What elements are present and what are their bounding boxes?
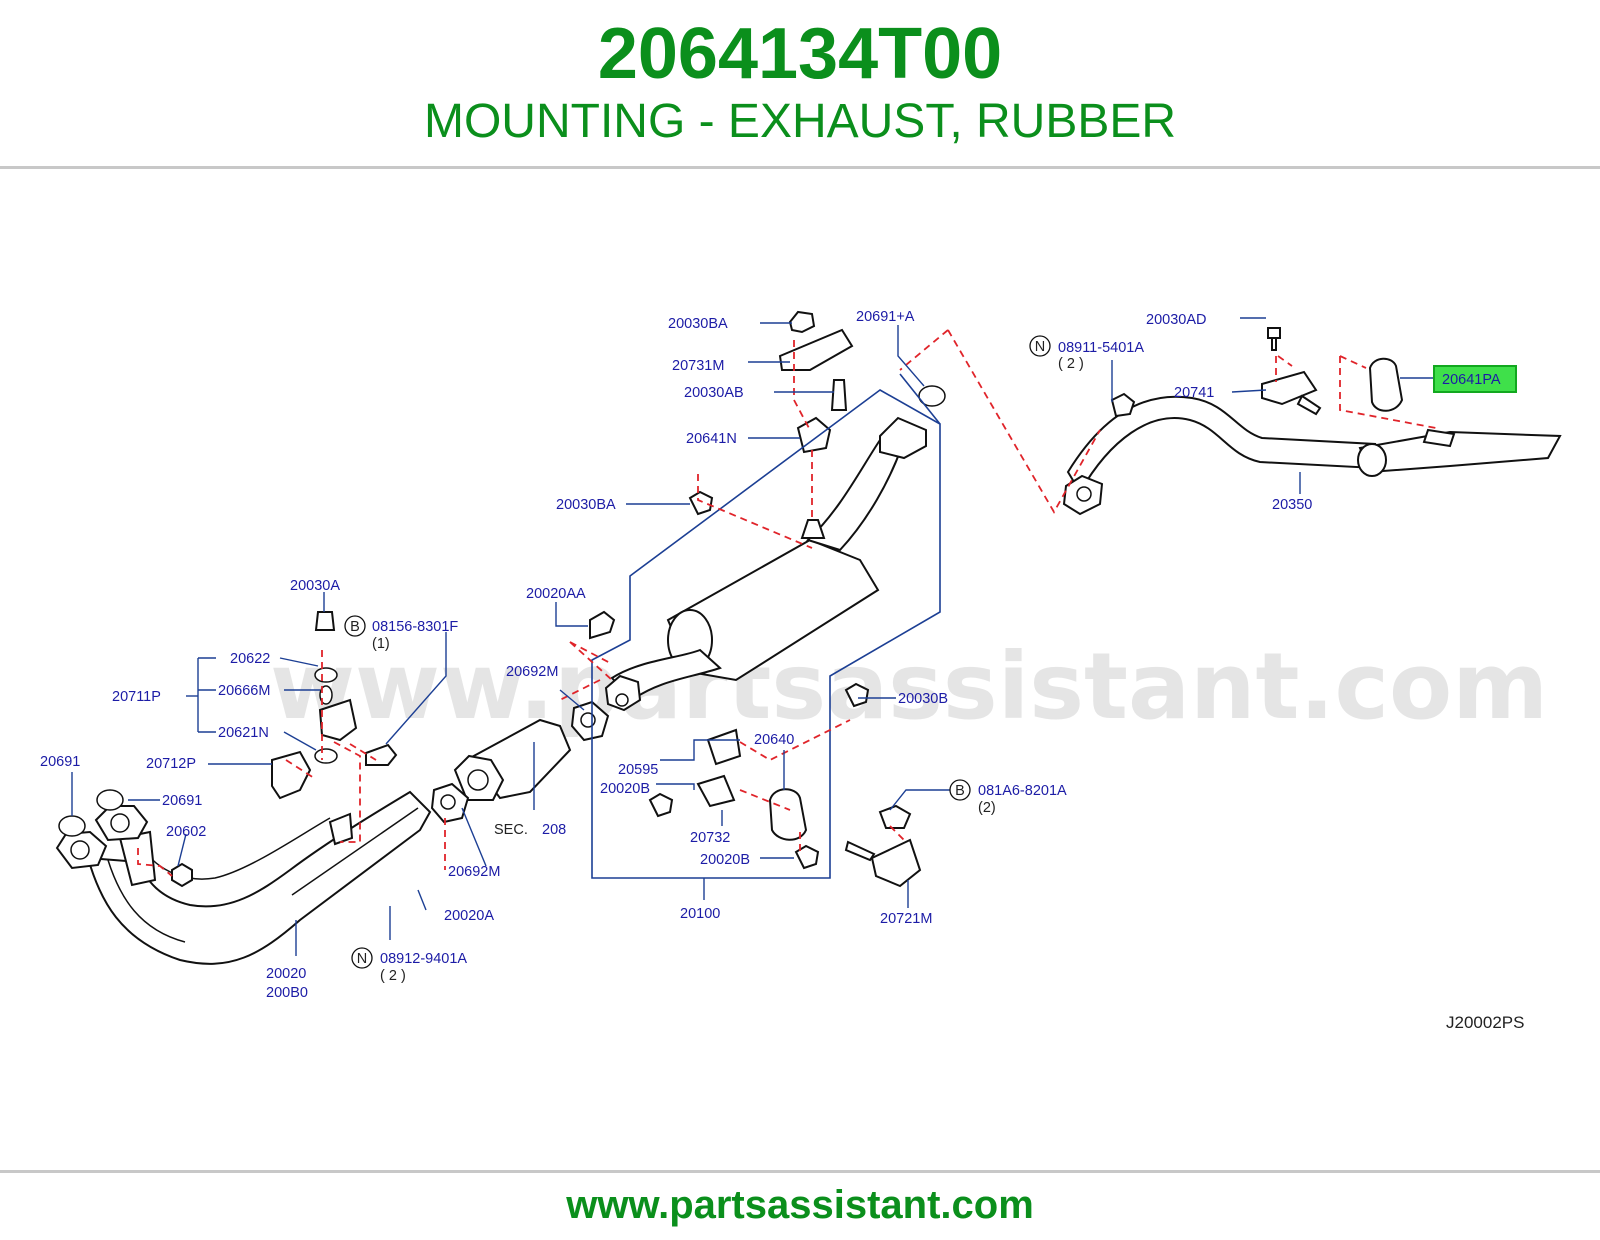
label-20666M[interactable]: 20666M [218, 683, 270, 699]
label-20030BA-mid[interactable]: 20030BA [556, 497, 616, 513]
callout-n-08912: N [357, 951, 367, 967]
label-200B0[interactable]: 200B0 [266, 985, 308, 1001]
label-20641N[interactable]: 20641N [686, 431, 737, 447]
label-20350[interactable]: 20350 [1272, 497, 1312, 513]
label-20622[interactable]: 20622 [230, 651, 270, 667]
rear-exhaust-pipe [1062, 395, 1562, 516]
part-labels: 20030BA 20731M 20030AB 20641N 20030BA 20… [40, 309, 1524, 1032]
label-20691-a[interactable]: 20691 [40, 754, 80, 770]
footer-site-link[interactable]: www.partsassistant.com [566, 1183, 1034, 1227]
label-20621N[interactable]: 20621N [218, 725, 269, 741]
label-20020AA[interactable]: 20020AA [526, 586, 586, 602]
catalytic-converter [430, 700, 610, 824]
leader-lines [71, 317, 1436, 956]
label-20602[interactable]: 20602 [166, 824, 206, 840]
label-20020[interactable]: 20020 [266, 966, 306, 982]
label-20020A[interactable]: 20020A [444, 908, 494, 924]
muffler-group-outline [591, 373, 941, 879]
label-20712P[interactable]: 20712P [146, 756, 196, 772]
label-20641PA[interactable]: 20641PA [1442, 372, 1501, 388]
label-081A6-8201A[interactable]: 081A6-8201A [978, 783, 1067, 799]
label-20020B-top[interactable]: 20020B [600, 781, 650, 797]
label-20030AD[interactable]: 20030AD [1146, 312, 1206, 328]
label-20692M-bot[interactable]: 20692M [448, 864, 500, 880]
footer-divider [0, 1170, 1600, 1173]
page-header: 2064134T00 MOUNTING - EXHAUST, RUBBER [0, 0, 1600, 168]
callout-b-08156: B [350, 619, 360, 635]
rear-hangers [918, 327, 1404, 418]
label-20030B[interactable]: 20030B [898, 691, 948, 707]
front-exhaust-pipe [55, 790, 432, 965]
label-20595[interactable]: 20595 [618, 762, 658, 778]
label-20711P[interactable]: 20711P [112, 689, 161, 705]
label-081A6-qty: (2) [978, 800, 996, 816]
label-20721M[interactable]: 20721M [880, 911, 932, 927]
label-08156-qty: (1) [372, 636, 390, 652]
label-sec-208[interactable]: 208 [542, 822, 566, 838]
label-08911-qty: ( 2 ) [1058, 356, 1084, 372]
header-divider [0, 166, 1600, 169]
callout-badges: N B B N [344, 335, 1051, 969]
label-20691-b[interactable]: 20691 [162, 793, 202, 809]
callout-n-08911: N [1035, 339, 1045, 355]
label-20020B-bot[interactable]: 20020B [700, 852, 750, 868]
label-08912-qty: ( 2 ) [380, 968, 406, 984]
watermark-text: www.partsassistant.com [270, 633, 1548, 740]
label-20100[interactable]: 20100 [680, 906, 720, 922]
label-08156-8301F[interactable]: 08156-8301F [372, 619, 458, 635]
part-number-title: 2064134T00 [597, 14, 1003, 94]
label-20030BA-top[interactable]: 20030BA [668, 316, 728, 332]
label-20030A[interactable]: 20030A [290, 578, 340, 594]
label-sec: SEC. [494, 822, 528, 838]
front-small-parts [58, 611, 398, 888]
label-20732[interactable]: 20732 [690, 830, 730, 846]
label-20030AB[interactable]: 20030AB [684, 385, 744, 401]
label-20691A[interactable]: 20691+A [856, 309, 915, 325]
assembly-dashed-lines [137, 329, 1437, 877]
diagram-code: J20002PS [1446, 1013, 1524, 1032]
callout-b-081a6: B [955, 783, 965, 799]
label-20731M[interactable]: 20731M [672, 358, 724, 374]
center-hangers [589, 310, 922, 888]
part-description: MOUNTING - EXHAUST, RUBBER [423, 95, 1177, 148]
highlighted-part-box[interactable] [1433, 365, 1517, 393]
label-20741[interactable]: 20741 [1174, 385, 1214, 401]
label-20692M-top[interactable]: 20692M [506, 664, 558, 680]
center-muffler [604, 416, 927, 712]
label-20640[interactable]: 20640 [754, 732, 794, 748]
label-08912-9401A[interactable]: 08912-9401A [380, 951, 467, 967]
label-08911-5401A[interactable]: 08911-5401A [1058, 340, 1144, 356]
